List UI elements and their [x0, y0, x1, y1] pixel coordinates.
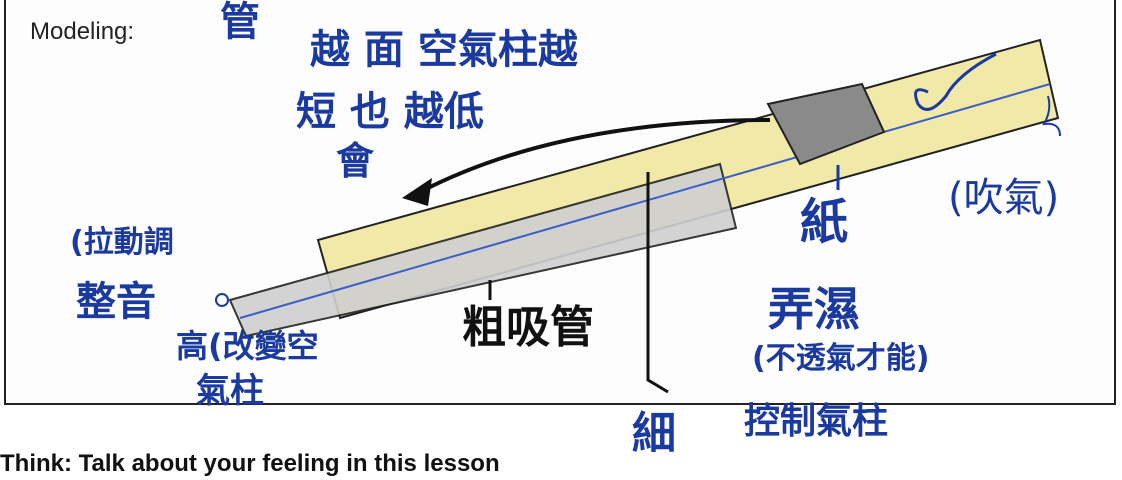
tune-text-2: 高(改變空 — [176, 327, 319, 365]
tune-loop — [215, 293, 229, 307]
length-arrow-head — [402, 178, 432, 206]
tune-text-3: 氣柱 — [196, 371, 264, 411]
paper-roll-text-3: (不透氣才能) — [752, 341, 930, 376]
thin-straw — [228, 162, 738, 338]
modeling-label: Modeling: — [30, 18, 135, 45]
top-fragment-text: 管 — [220, 0, 260, 45]
thin-straw-text: 細 — [632, 408, 676, 459]
paper-seal — [766, 82, 886, 166]
paper-roll-text-1: 紙 — [800, 194, 849, 250]
air-swirl-icon — [914, 52, 997, 111]
straw-axis-line — [239, 83, 1051, 319]
paper-roll-text-2: 弄濕 — [768, 282, 860, 336]
blow-text: (吹氣) — [948, 175, 1060, 221]
tune-text-1: 整音 — [76, 279, 156, 325]
length-arrow — [419, 118, 771, 194]
pull-adjust-text: (拉動調 — [70, 225, 174, 260]
bottom-caption: Think: Talk about your feeling in this l… — [0, 450, 500, 477]
longer-pipe-text-3: 會 — [336, 139, 375, 183]
blow-pointer — [1042, 95, 1061, 137]
paper-roll-text-4: 控制氣柱 — [744, 401, 889, 442]
longer-pipe-text-1: 越 面 空氣柱越 — [310, 27, 578, 73]
longer-pipe-text-2: 短 也 越低 — [296, 89, 484, 135]
thin-straw-pointer — [646, 172, 669, 394]
thick-straw-text: 粗吸管 — [462, 302, 594, 353]
